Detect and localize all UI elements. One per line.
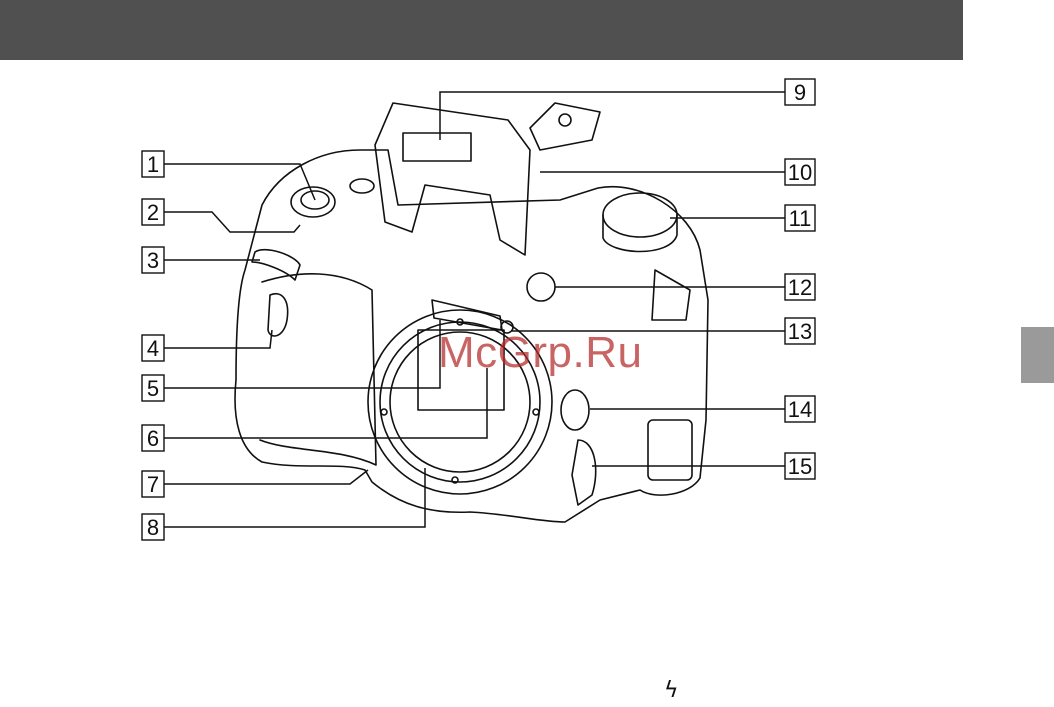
flash-bolt-icon: ϟ [664,680,679,702]
callout-label: 4 [147,336,159,361]
callout-label: 12 [788,275,812,300]
leader-5 [164,320,440,388]
lens-release-button [561,390,589,430]
self-timer-lamp [268,294,288,336]
leader-4 [164,330,272,348]
mode-dial [603,193,677,237]
lens-mount-outer [368,310,552,494]
callout-label: 2 [147,200,159,225]
lens-mount-inner [380,322,540,482]
callout-label: 3 [147,248,159,273]
callout-label: 11 [789,206,812,231]
callout-label: 13 [788,319,812,344]
flash-unit [375,103,530,255]
callout-label: 5 [147,376,159,401]
leader-1 [164,164,315,200]
callout-label: 6 [147,426,159,451]
leader-2 [164,212,300,232]
leader-6 [164,368,487,438]
grip-outline [260,274,376,465]
callout-label: 10 [788,160,812,185]
callout-label: 9 [794,80,806,105]
callout-label: 1 [147,152,159,177]
callout-label: 7 [147,472,159,497]
callout-label: 15 [788,454,812,479]
preview-button [527,273,555,301]
flash-window [403,133,471,161]
callout-label: 8 [147,515,159,540]
leader-7 [164,470,368,484]
mirror [418,330,504,410]
leader-9 [440,92,785,140]
focus-mode-switch [572,440,596,505]
leader-8 [164,468,425,527]
callout-label: 14 [788,397,812,422]
